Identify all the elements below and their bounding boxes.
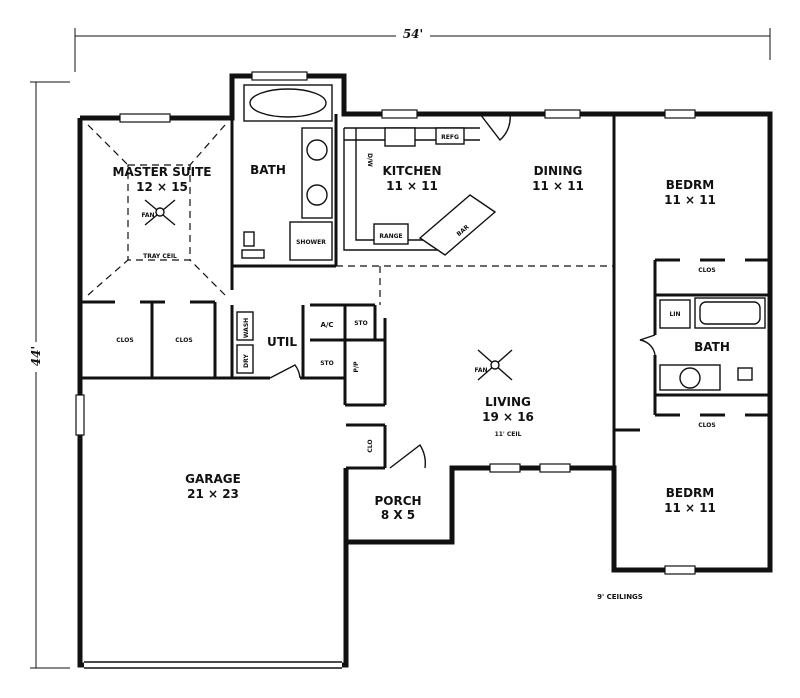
master-ceiling-label: TRAY CEIL xyxy=(143,253,177,260)
shower-label: SHOWER xyxy=(296,239,326,246)
porch-name: PORCH xyxy=(374,494,421,508)
dining-name: DINING xyxy=(534,164,583,178)
bedroom-bottom-name: BEDRM xyxy=(666,486,715,500)
depth-dimension-label: 44' xyxy=(29,346,43,366)
pantry-label: P/P xyxy=(353,361,360,373)
ceilings-note: 9' CEILINGS xyxy=(597,593,643,601)
storage-1-label: STO xyxy=(354,320,368,327)
fixtures xyxy=(236,84,766,391)
bedroom-bottom-closet: CLOS xyxy=(698,422,715,429)
kitchen-size: 11 × 11 xyxy=(386,179,438,193)
hall-bath-name: BATH xyxy=(694,340,730,354)
ac-label: A/C xyxy=(320,321,333,329)
depth-dimension: 44' xyxy=(26,81,70,669)
windows xyxy=(75,71,696,575)
doors xyxy=(269,113,656,469)
dryer-label: DRY xyxy=(243,354,250,368)
living-ceiling: 11' CEIL xyxy=(495,431,522,438)
refrigerator-label: REFG xyxy=(441,134,459,141)
porch-size: 8 X 5 xyxy=(381,508,415,522)
bedroom-top-size: 11 × 11 xyxy=(664,193,716,207)
master-suite-name: MASTER SUITE xyxy=(113,165,212,179)
room-labels: MASTER SUITE 12 × 15 FAN TRAY CEIL BATH … xyxy=(113,134,730,601)
living-name: LIVING xyxy=(485,395,531,409)
master-closet-2: CLOS xyxy=(175,337,192,344)
storage-2-label: STO xyxy=(320,360,334,367)
dishwasher-label: D/W xyxy=(366,153,373,167)
dashed-lines xyxy=(87,124,614,305)
dining-size: 11 × 11 xyxy=(532,179,584,193)
garage-size: 21 × 23 xyxy=(187,487,239,501)
washer-label: WASH xyxy=(243,318,250,338)
range-label: RANGE xyxy=(379,233,402,240)
interior-walls xyxy=(80,114,770,470)
bedroom-bottom-size: 11 × 11 xyxy=(664,501,716,515)
linen-label: LIN xyxy=(669,311,680,318)
util-name: UTIL xyxy=(267,335,297,349)
bedroom-top-closet: CLOS xyxy=(698,267,715,274)
master-closet-1: CLOS xyxy=(116,337,133,344)
living-fan-label: FAN xyxy=(474,367,487,374)
living-size: 19 × 16 xyxy=(482,410,534,424)
width-dimension: 54' xyxy=(74,26,771,72)
porch-closet-label: CLO xyxy=(367,439,374,452)
kitchen-name: KITCHEN xyxy=(382,164,441,178)
master-fan-label: FAN xyxy=(141,212,154,219)
master-suite-size: 12 × 15 xyxy=(136,180,188,194)
master-bath-name: BATH xyxy=(250,163,286,177)
garage-door xyxy=(84,660,342,670)
ceiling-fan-master xyxy=(144,199,176,226)
width-dimension-label: 54' xyxy=(403,27,423,41)
bedroom-top-name: BEDRM xyxy=(666,178,715,192)
garage-name: GARAGE xyxy=(185,472,241,486)
ceiling-fan-living xyxy=(477,349,513,381)
